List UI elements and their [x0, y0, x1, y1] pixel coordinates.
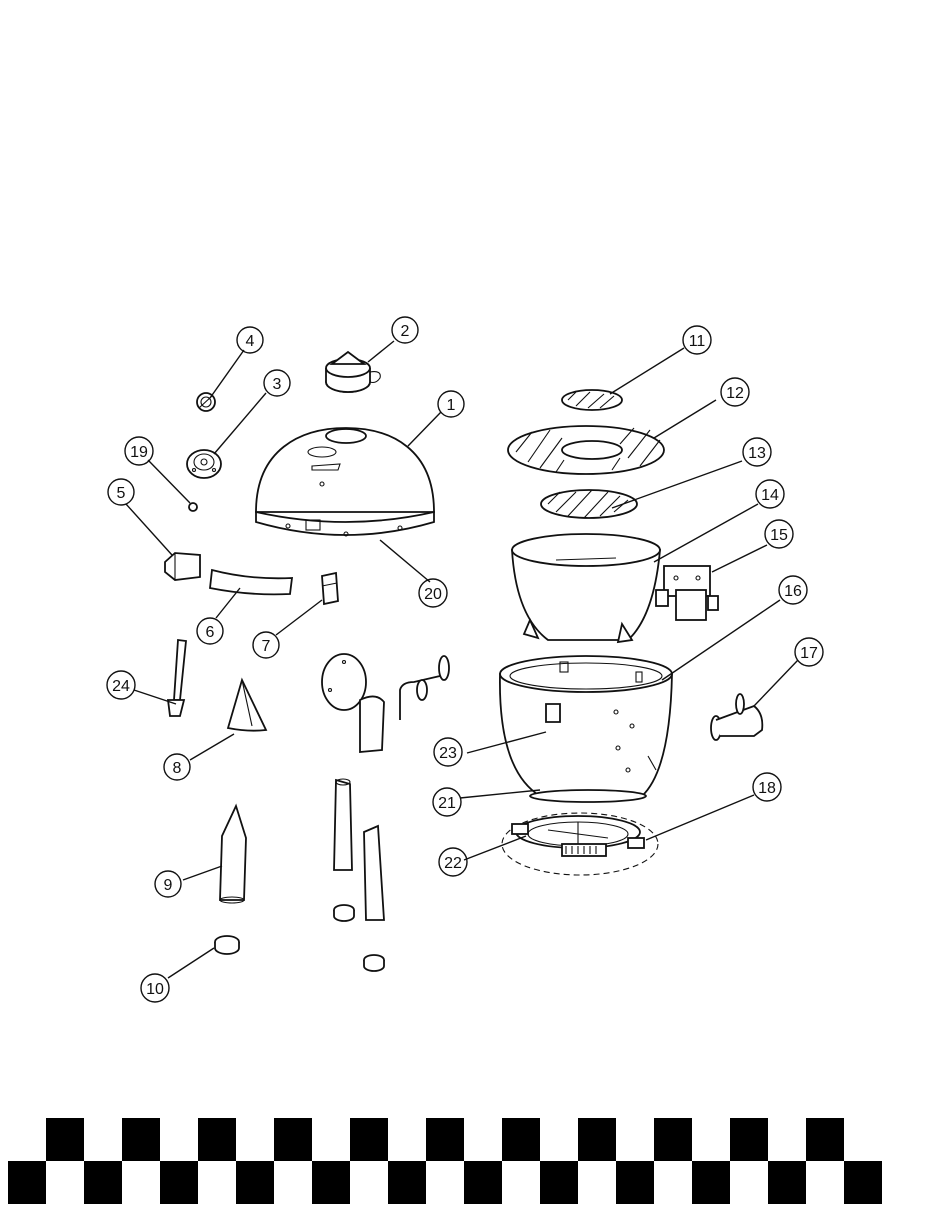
callout-5: 5 [108, 479, 134, 505]
callout-20: 20 [419, 579, 447, 607]
callout-12: 12 [721, 378, 749, 406]
callout-1-label: 1 [447, 397, 456, 414]
callout-6-label: 6 [206, 624, 215, 641]
part-14-fire-bowl [512, 534, 660, 642]
callout-21: 21 [433, 788, 461, 816]
checker-cell [312, 1161, 350, 1204]
callout-16: 16 [779, 576, 807, 604]
callout-20-label: 20 [424, 586, 442, 603]
callout-14: 14 [756, 480, 784, 508]
part-leg-center-2 [364, 826, 384, 920]
part-leg-cap-center-1 [334, 905, 354, 921]
callout-10: 10 [141, 974, 169, 1002]
checker-cell [616, 1161, 654, 1204]
checker-cell [730, 1118, 768, 1161]
part-11-small-grate [562, 390, 622, 410]
part-7-bracket [322, 573, 338, 604]
part-24-side-tool [168, 640, 186, 716]
callout-9: 9 [155, 871, 181, 897]
checker-cell [388, 1161, 426, 1204]
callout-23: 23 [434, 738, 462, 766]
callout-3-label: 3 [273, 376, 282, 393]
callout-2-label: 2 [401, 323, 410, 340]
checker-cell [502, 1118, 540, 1161]
callout-12-label: 12 [726, 385, 744, 402]
callout-23-label: 23 [439, 745, 457, 762]
checker-cell [198, 1118, 236, 1161]
callout-13-label: 13 [748, 445, 766, 462]
callout-5-label: 5 [117, 485, 126, 502]
callout-7-label: 7 [262, 638, 271, 655]
part-leg-center-1 [334, 779, 352, 870]
callout-11-label: 11 [689, 333, 706, 350]
callout-3: 3 [264, 370, 290, 396]
callout-18: 18 [753, 773, 781, 801]
part-3-damper [187, 450, 221, 478]
callout-17: 17 [795, 638, 823, 666]
part-5-handle-block [165, 553, 200, 580]
callout-15: 15 [765, 520, 793, 548]
checkered-border [8, 1118, 882, 1204]
callout-15-label: 15 [770, 527, 788, 544]
part-12-cooking-grid [508, 426, 664, 474]
checker-cell [8, 1161, 46, 1204]
callout-11: 11 [683, 326, 711, 354]
checker-cell [122, 1118, 160, 1161]
callout-1: 1 [438, 391, 464, 417]
part-21-ring [530, 790, 646, 802]
part-15-hinge [656, 566, 718, 620]
checker-cell [464, 1161, 502, 1204]
callout-24: 24 [107, 671, 135, 699]
callout-21-label: 21 [438, 795, 456, 812]
callout-6: 6 [197, 618, 223, 644]
callout-13: 13 [743, 438, 771, 466]
checker-cell [578, 1118, 616, 1161]
checker-cell [426, 1118, 464, 1161]
checker-cell [654, 1118, 692, 1161]
checker-cell [46, 1118, 84, 1161]
checker-cell [540, 1161, 578, 1204]
callout-19-label: 19 [130, 444, 148, 461]
callout-17-label: 17 [800, 645, 818, 662]
callout-18-label: 18 [758, 780, 776, 797]
part-19-nut [189, 503, 197, 511]
callout-16-label: 16 [784, 583, 802, 600]
part-8-shelf-wedge [228, 680, 266, 731]
checker-cell [844, 1161, 882, 1204]
checker-cell [236, 1161, 274, 1204]
checker-cell [692, 1161, 730, 1204]
callout-7: 7 [253, 632, 279, 658]
checker-cell [84, 1161, 122, 1204]
callout-9-label: 9 [164, 877, 173, 894]
callout-24-label: 24 [112, 678, 130, 695]
callout-10-label: 10 [146, 981, 164, 998]
checker-cell [160, 1161, 198, 1204]
part-16-main-bowl [500, 656, 672, 796]
callout-2: 2 [392, 317, 418, 343]
callout-8: 8 [164, 754, 190, 780]
part-left-handle [400, 656, 449, 720]
callout-8-label: 8 [173, 760, 182, 777]
checker-cell [274, 1118, 312, 1161]
part-9-leg [220, 806, 246, 903]
part-20-lid-band [256, 512, 434, 536]
part-6-handle-bar [210, 570, 292, 594]
callout-19: 19 [125, 437, 153, 465]
checker-cell [350, 1118, 388, 1161]
callout-22-label: 22 [444, 855, 462, 872]
callout-22: 22 [439, 848, 467, 876]
part-cover-plate [322, 654, 384, 752]
callout-14-label: 14 [761, 487, 779, 504]
part-17-right-handle [711, 694, 762, 740]
checker-cell [806, 1118, 844, 1161]
part-10-leg-cap [215, 936, 239, 954]
part-18-ash-base-group [502, 813, 658, 875]
callout-4-label: 4 [246, 333, 255, 350]
checker-cell [768, 1161, 806, 1204]
callout-4: 4 [237, 327, 263, 353]
part-1-dome-lid [256, 428, 434, 512]
part-leg-cap-center-2 [364, 955, 384, 971]
